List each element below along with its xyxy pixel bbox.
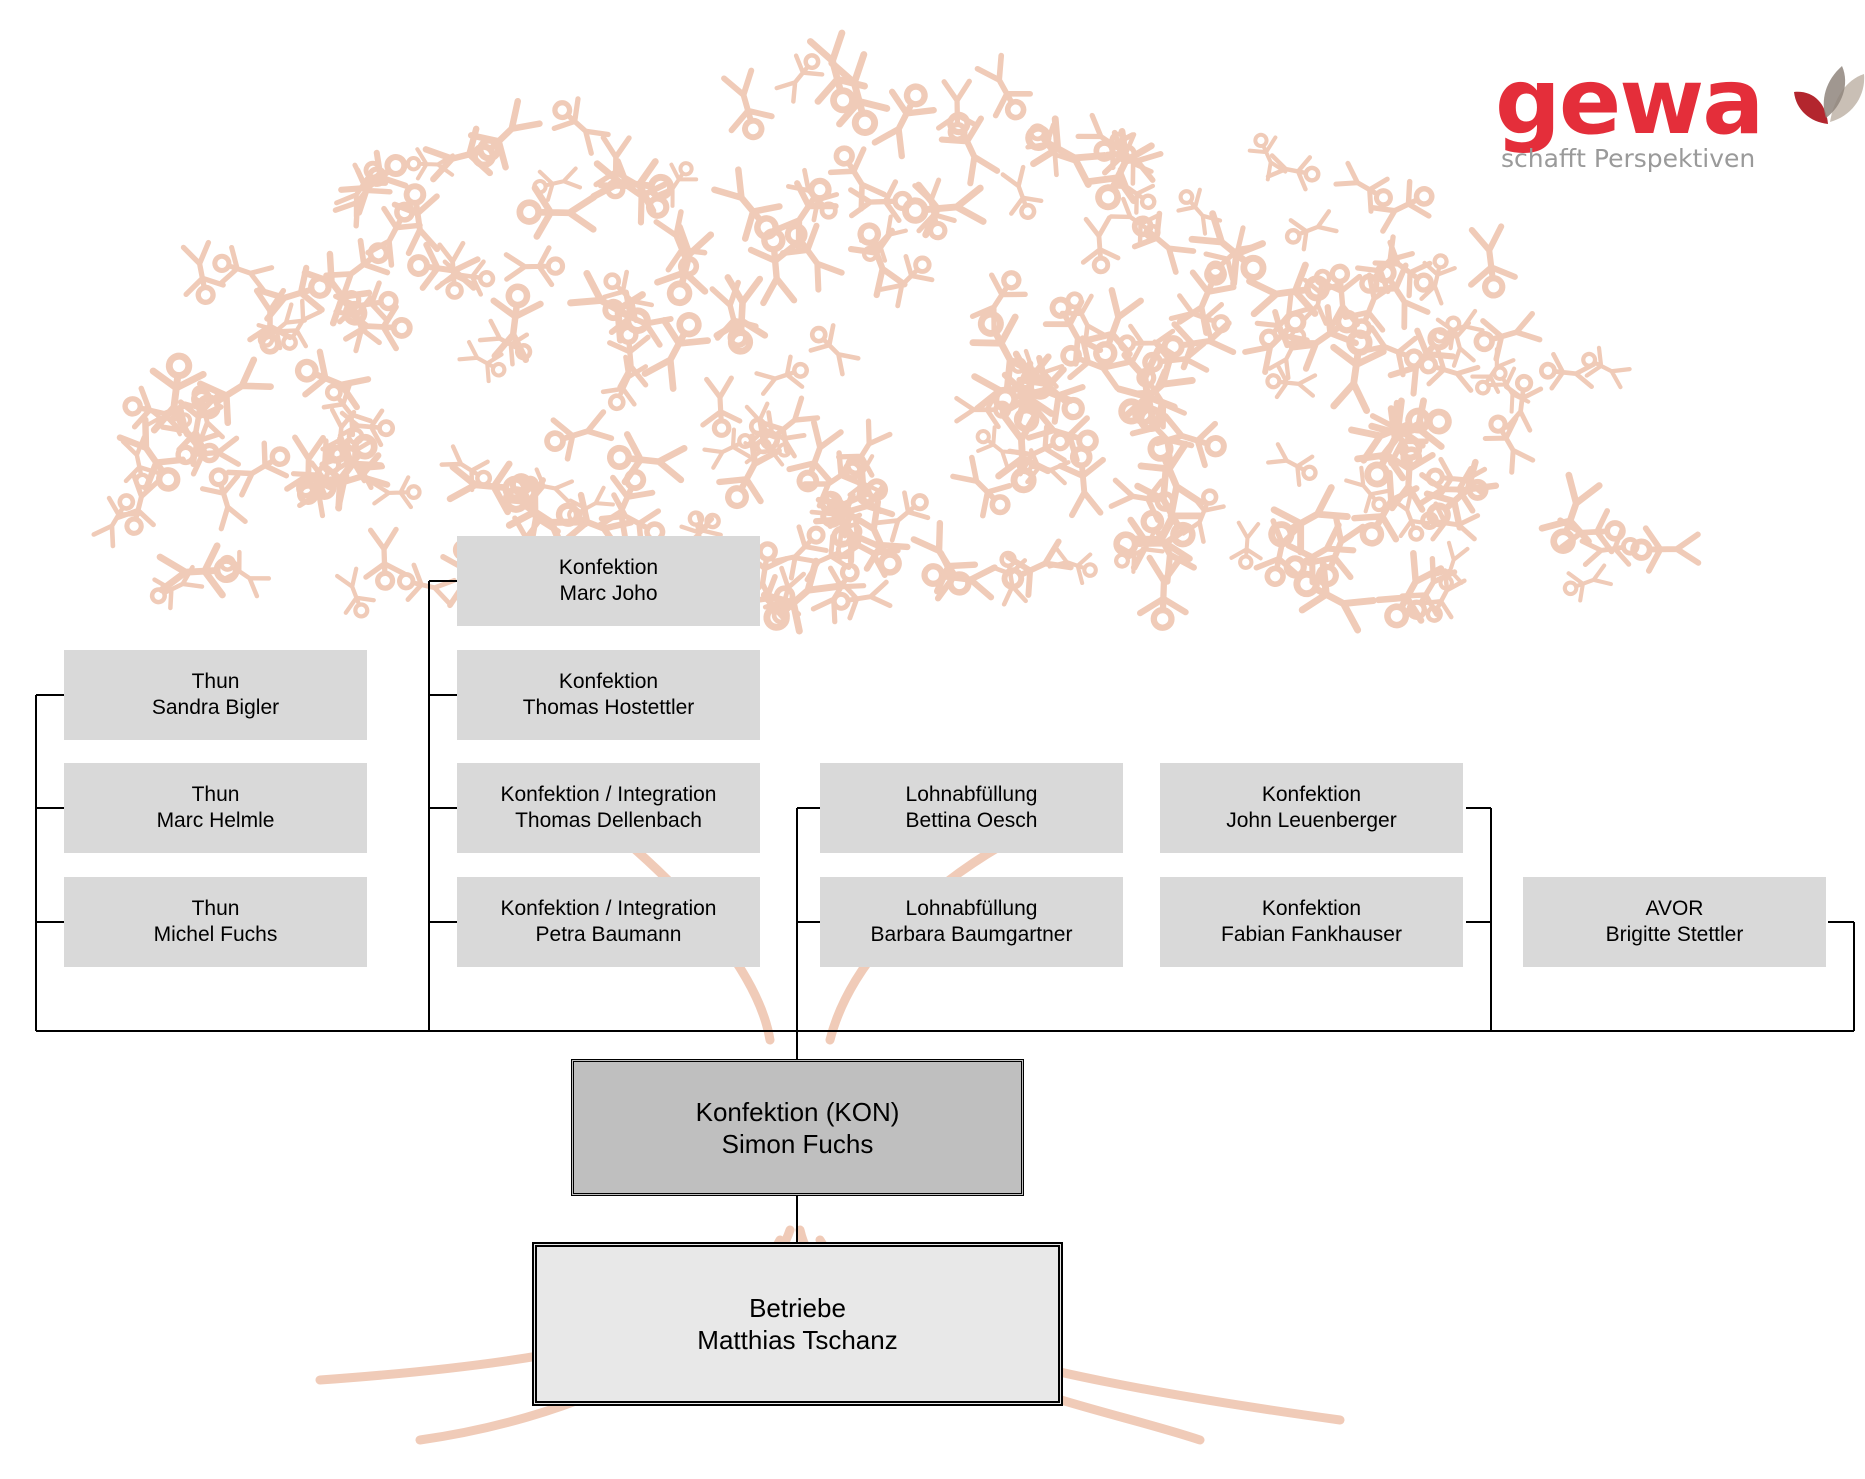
node-person: Brigitte Stettler [1605,923,1744,946]
org-node-fabian-fankhauser[interactable]: Konfektion Fabian Fankhauser [1160,877,1463,967]
node-department: Konfektion [558,670,659,693]
node-department: Konfektion / Integration [500,897,717,920]
org-node-simon-fuchs-head[interactable]: Konfektion (KON) Simon Fuchs [571,1059,1024,1196]
org-node-thomas-dellenbach[interactable]: Konfektion / Integration Thomas Dellenba… [457,763,760,853]
node-person: Marc Helmle [156,809,275,832]
node-department: Konfektion [558,556,659,579]
logo-wordmark: gewa [1495,48,1764,155]
node-person: Fabian Fankhauser [1221,923,1402,946]
node-department: Thun [191,783,240,806]
node-person: Thomas Hostettler [522,696,695,719]
org-node-petra-baumann[interactable]: Konfektion / Integration Petra Baumann [457,877,760,967]
node-person: Marc Joho [559,582,658,605]
node-department: Lohnabfüllung [905,783,1038,806]
org-node-matthias-tschanz-root[interactable]: Betriebe Matthias Tschanz [532,1242,1063,1406]
node-department: Betriebe [749,1293,846,1323]
org-node-marc-joho[interactable]: Konfektion Marc Joho [457,536,760,626]
org-node-john-leuenberger[interactable]: Konfektion John Leuenberger [1160,763,1463,853]
butterfly-icon [1794,66,1865,124]
node-department: Konfektion [1261,897,1362,920]
org-node-bettina-oesch[interactable]: Lohnabfüllung Bettina Oesch [820,763,1123,853]
org-node-thomas-hostettler[interactable]: Konfektion Thomas Hostettler [457,650,760,740]
org-node-brigitte-stettler[interactable]: AVOR Brigitte Stettler [1523,877,1826,967]
org-node-marc-helmle[interactable]: Thun Marc Helmle [64,763,367,853]
node-department: Thun [191,897,240,920]
org-node-barbara-baumgartner[interactable]: Lohnabfüllung Barbara Baumgartner [820,877,1123,967]
node-department: Konfektion (KON) [695,1096,900,1127]
node-department: Konfektion [1261,783,1362,806]
node-person: Barbara Baumgartner [870,923,1073,946]
node-person: Matthias Tschanz [697,1325,898,1355]
node-person: Michel Fuchs [153,923,278,946]
logo-tagline: schafft Perspektiven [1501,144,1756,173]
node-department: Thun [191,670,240,693]
node-department: Konfektion / Integration [500,783,717,806]
node-department: AVOR [1645,897,1704,920]
node-person: Thomas Dellenbach [515,809,702,832]
org-node-sandra-bigler[interactable]: Thun Sandra Bigler [64,650,367,740]
node-person: Bettina Oesch [905,809,1038,832]
node-department: Lohnabfüllung [905,897,1038,920]
gewa-logo: gewa schafft Perspektiven [1495,52,1865,182]
node-person: Simon Fuchs [721,1128,874,1159]
node-person: Petra Baumann [535,923,682,946]
node-person: Sandra Bigler [151,696,280,719]
node-person: John Leuenberger [1226,809,1397,832]
org-node-michel-fuchs[interactable]: Thun Michel Fuchs [64,877,367,967]
